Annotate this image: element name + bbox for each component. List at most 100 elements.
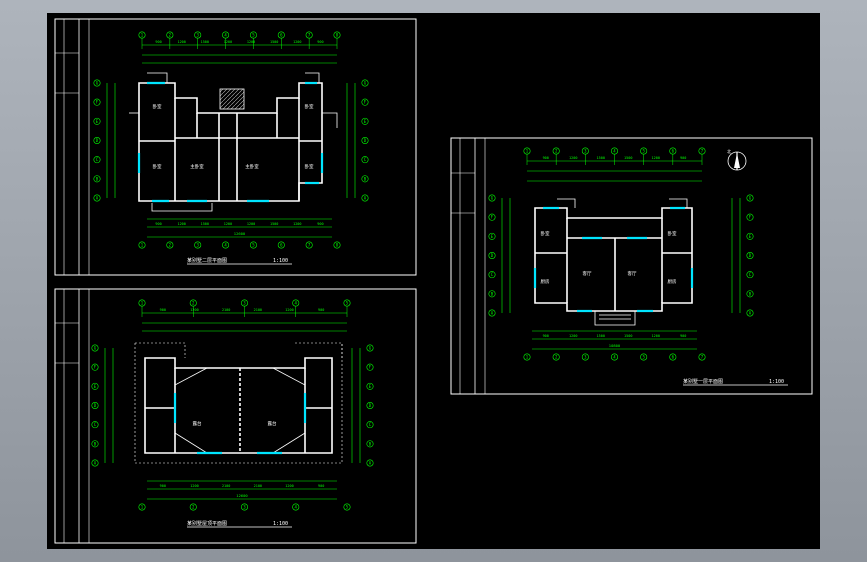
grid-bubble	[93, 137, 101, 145]
grid-bubble	[91, 459, 99, 467]
room-label: 卧室	[153, 103, 162, 110]
dimension-text: 1200	[569, 156, 577, 160]
room-label: 露台	[268, 420, 277, 427]
drawing-title: 某别墅二层平面图	[187, 257, 227, 264]
grid-bubble	[194, 241, 202, 249]
total-dimension: 12600	[236, 493, 248, 498]
grid-bubble	[138, 299, 146, 307]
grid-bubble	[746, 271, 754, 279]
grid-bubble	[552, 353, 560, 361]
grid-label: D	[94, 403, 97, 408]
dimension-text: 2100	[222, 308, 230, 312]
grid-bubble	[361, 175, 369, 183]
title-strip	[450, 137, 476, 395]
dimension-text: 1200	[177, 222, 185, 226]
roof-drains	[173, 393, 307, 455]
title-strip	[54, 288, 80, 544]
sheet-border	[450, 137, 813, 395]
grid-bubble	[361, 156, 369, 164]
grid-label: 7	[701, 355, 704, 360]
grid-label: F	[364, 100, 367, 105]
dimension-text: 900	[680, 334, 686, 338]
grid-bubble	[488, 213, 496, 221]
grid-label: A	[749, 311, 752, 316]
grid-label: 4	[224, 243, 227, 248]
grid-bubble	[277, 241, 285, 249]
grid-bubble	[194, 31, 202, 39]
grid-bubble	[91, 421, 99, 429]
grid-bubble	[93, 194, 101, 202]
grid-label: 5	[346, 505, 349, 510]
windows	[533, 206, 694, 313]
grid-label: 6	[672, 149, 675, 154]
grid-label: 2	[555, 355, 558, 360]
grid-bubble	[669, 353, 677, 361]
grid-bubble	[241, 503, 249, 511]
grid-label: A	[364, 196, 367, 201]
grid-bubble	[189, 299, 197, 307]
dimension-text: 1200	[177, 40, 185, 44]
room-label: 卧室	[305, 103, 314, 110]
room-label: 卧室	[305, 163, 314, 170]
grid-bubble	[366, 440, 374, 448]
dimension-text: 1200	[247, 40, 255, 44]
sheet-border	[54, 288, 417, 544]
grid-label: 2	[192, 301, 195, 306]
dimension-lines	[106, 44, 356, 238]
grid-label: 1	[141, 33, 144, 38]
grid-bubble	[366, 363, 374, 371]
dimension-text: 1200	[293, 222, 301, 226]
grid-label: C	[749, 272, 752, 277]
grid-bubble	[93, 175, 101, 183]
grid-label: 7	[308, 33, 311, 38]
grid-bubble	[91, 363, 99, 371]
grid-bubble	[93, 117, 101, 125]
grid-bubble	[249, 241, 257, 249]
grid-label: 2	[169, 243, 172, 248]
grid-bubble	[241, 299, 249, 307]
sheet-border	[54, 18, 417, 276]
dimension-text: 1200	[569, 334, 577, 338]
grid-label: F	[491, 215, 494, 220]
grid-bubble	[746, 232, 754, 240]
grid-bubble	[488, 271, 496, 279]
grid-label: 5	[252, 243, 255, 248]
walls	[534, 207, 693, 312]
grid-label: C	[491, 272, 494, 277]
drawing-title: 某别墅屋顶平面图	[187, 520, 227, 527]
grid-bubble	[488, 194, 496, 202]
dimension-text: 2100	[222, 484, 230, 488]
dimension-text: 1500	[624, 156, 632, 160]
grid-bubble	[277, 31, 285, 39]
dimension-text: 900	[543, 334, 549, 338]
grid-label: F	[96, 100, 99, 105]
grid-label: 6	[280, 243, 283, 248]
grid-label: 2	[192, 505, 195, 510]
grid-label: D	[369, 403, 372, 408]
dimension-text: 1500	[597, 334, 605, 338]
grid-bubble	[746, 252, 754, 260]
grid-label: 6	[280, 33, 283, 38]
grid-bubble	[361, 117, 369, 125]
entrance-steps	[557, 198, 688, 326]
dimension-text: 1200	[293, 40, 301, 44]
grid-bubble	[746, 290, 754, 298]
dimension-lines	[501, 160, 741, 350]
grid-label: A	[94, 461, 97, 466]
grid-label: E	[749, 234, 752, 239]
total-dimension: 10800	[609, 343, 621, 348]
grid-label: 4	[613, 149, 616, 154]
grid-bubble	[366, 459, 374, 467]
grid-label: C	[364, 157, 367, 162]
grid-bubble	[361, 194, 369, 202]
dimension-text: 1500	[270, 222, 278, 226]
room-label: 卧室	[668, 230, 677, 237]
